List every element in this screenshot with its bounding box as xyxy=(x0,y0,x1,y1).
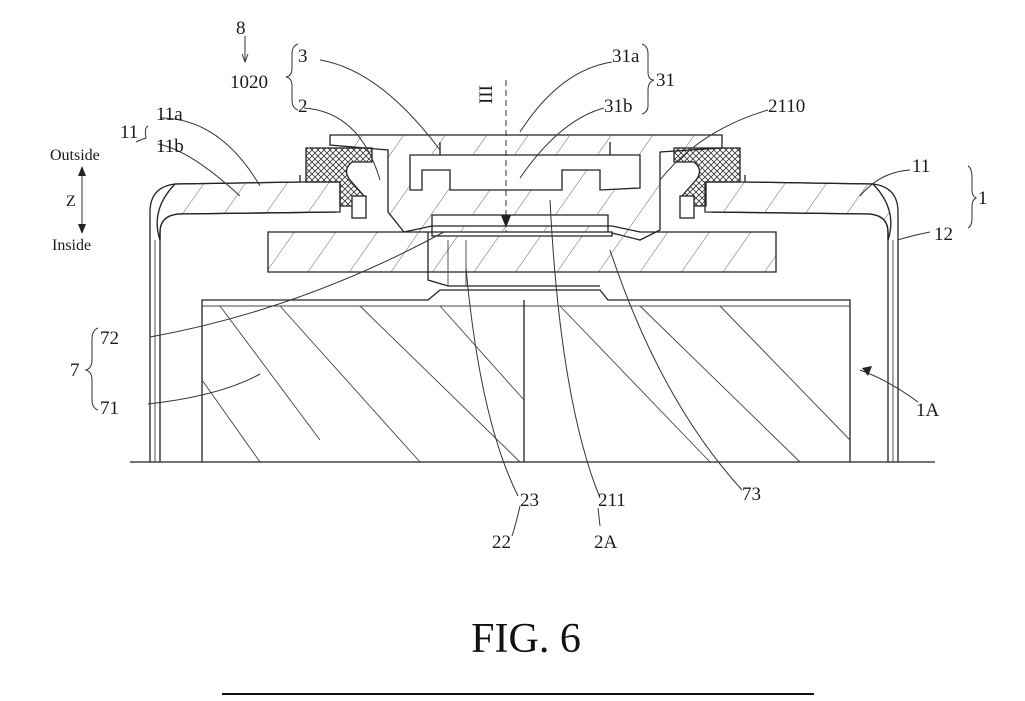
plate-2 xyxy=(268,226,776,286)
label-31b: 31b xyxy=(604,96,633,117)
label-211: 211 xyxy=(598,490,626,511)
label-11a: 11a xyxy=(156,104,183,125)
label-71: 71 xyxy=(100,398,119,419)
z-direction-arrow xyxy=(78,166,86,234)
label-31: 31 xyxy=(656,70,675,91)
label-1a: 1A xyxy=(916,400,940,421)
label-1: 1 xyxy=(978,188,988,209)
figure-caption: FIG. 6 xyxy=(471,616,581,662)
label-31a: 31a xyxy=(612,46,640,67)
label-11-right: 11 xyxy=(912,156,930,177)
label-inside: Inside xyxy=(52,237,91,254)
battery-7 xyxy=(202,290,850,462)
label-23: 23 xyxy=(520,490,539,511)
label-11b: 11b xyxy=(156,136,184,157)
label-z: Z xyxy=(66,193,76,210)
label-2110: 2110 xyxy=(768,96,805,117)
label-12: 12 xyxy=(934,224,953,245)
label-2a: 2A xyxy=(594,532,618,553)
label-72: 72 xyxy=(100,328,119,349)
label-11-left: 11 xyxy=(120,122,138,143)
label-22: 22 xyxy=(492,532,511,553)
label-outside: Outside xyxy=(50,147,100,164)
label-7: 7 xyxy=(70,360,80,381)
cover-plate-3 xyxy=(330,135,722,240)
label-2: 2 xyxy=(298,96,308,117)
label-3: 3 xyxy=(298,46,308,67)
label-73: 73 xyxy=(742,484,761,505)
label-8: 8 xyxy=(236,18,246,39)
label-section-iii: III xyxy=(476,85,497,104)
label-1020: 1020 xyxy=(230,72,268,93)
